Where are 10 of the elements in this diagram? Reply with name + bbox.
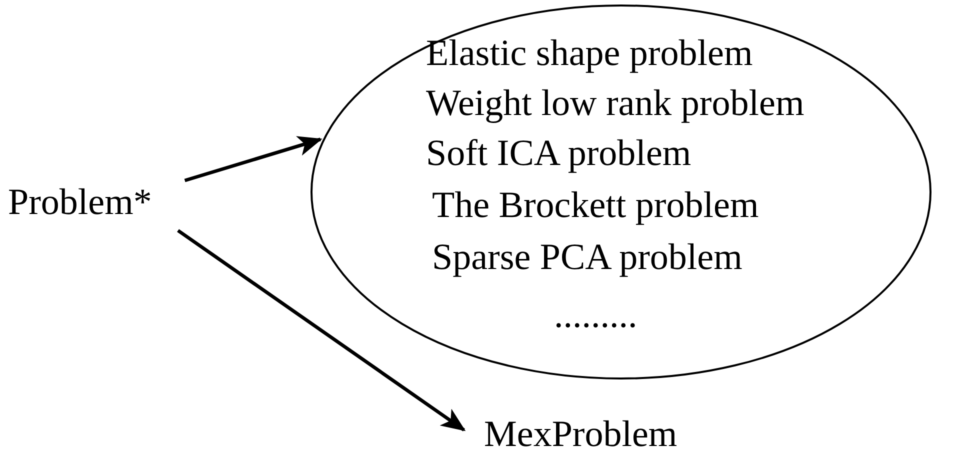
list-item-text: Soft ICA problem (426, 132, 692, 176)
node-label: Problem* (8, 181, 152, 225)
list-item-text: Sparse PCA problem (432, 236, 742, 280)
arrow (177, 229, 466, 432)
list-item-text: The Brockett problem (432, 184, 759, 228)
list-item-text: ......... (554, 294, 638, 338)
list-item-text: Weight low rank problem (426, 82, 804, 126)
list-item-text: Elastic shape problem (426, 32, 753, 76)
node-label: MexProblem (484, 413, 678, 457)
arrow (184, 136, 322, 182)
